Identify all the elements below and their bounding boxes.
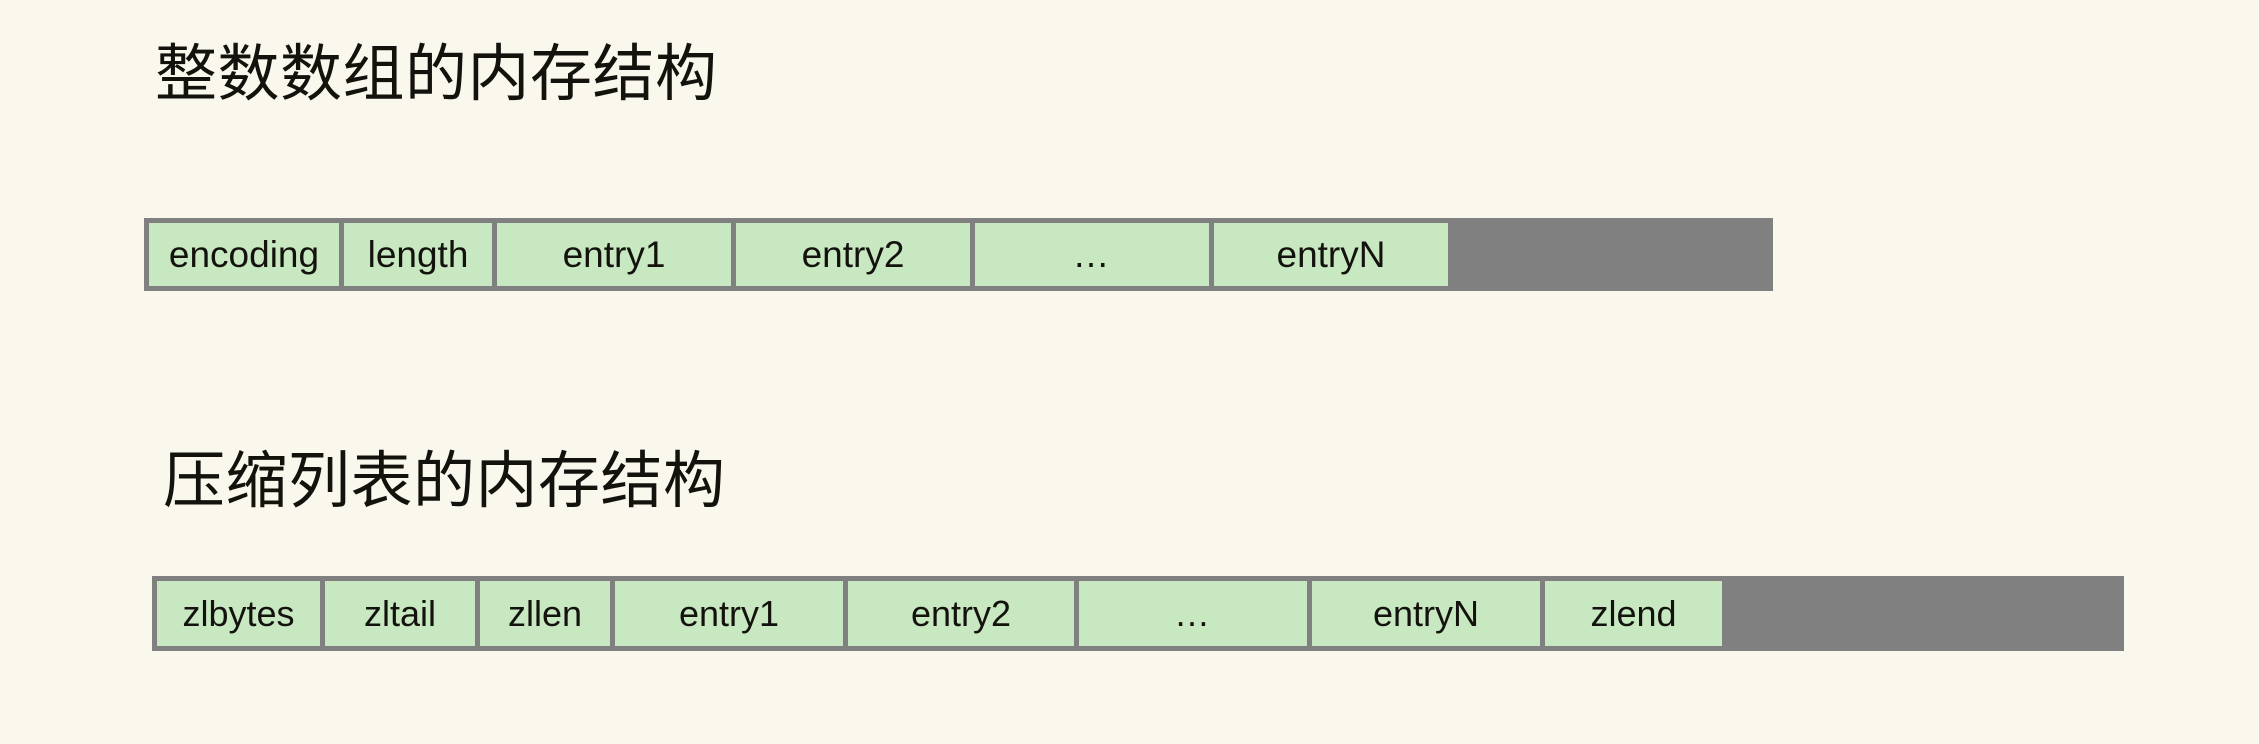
memory-cell-entryn: entryN xyxy=(1214,223,1448,286)
section-title-int-array: 整数数组的内存结构 xyxy=(155,40,718,109)
memory-cell-length: length xyxy=(344,223,492,286)
memory-cell-entry1: entry1 xyxy=(497,223,731,286)
memory-cell-zlbytes: zlbytes xyxy=(157,581,320,646)
memory-cell-ellipsis: … xyxy=(1079,581,1307,646)
memory-cell-zllen: zllen xyxy=(480,581,610,646)
memory-cell-entry1: entry1 xyxy=(615,581,843,646)
memory-cell-encoding: encoding xyxy=(149,223,339,286)
memory-cell-entry2: entry2 xyxy=(736,223,970,286)
memory-cell-zltail: zltail xyxy=(325,581,475,646)
memory-cell-entry2: entry2 xyxy=(848,581,1074,646)
section-title-ziplist: 压缩列表的内存结构 xyxy=(163,447,726,516)
memory-cell-zlend: zlend xyxy=(1545,581,1722,646)
memory-strip-ziplist: zlbytes zltail zllen entry1 entry2 … ent… xyxy=(152,576,2124,651)
memory-strip-int-array: encoding length entry1 entry2 … entryN xyxy=(144,218,1773,291)
memory-cell-ellipsis: … xyxy=(975,223,1209,286)
memory-cell-entryn: entryN xyxy=(1312,581,1540,646)
